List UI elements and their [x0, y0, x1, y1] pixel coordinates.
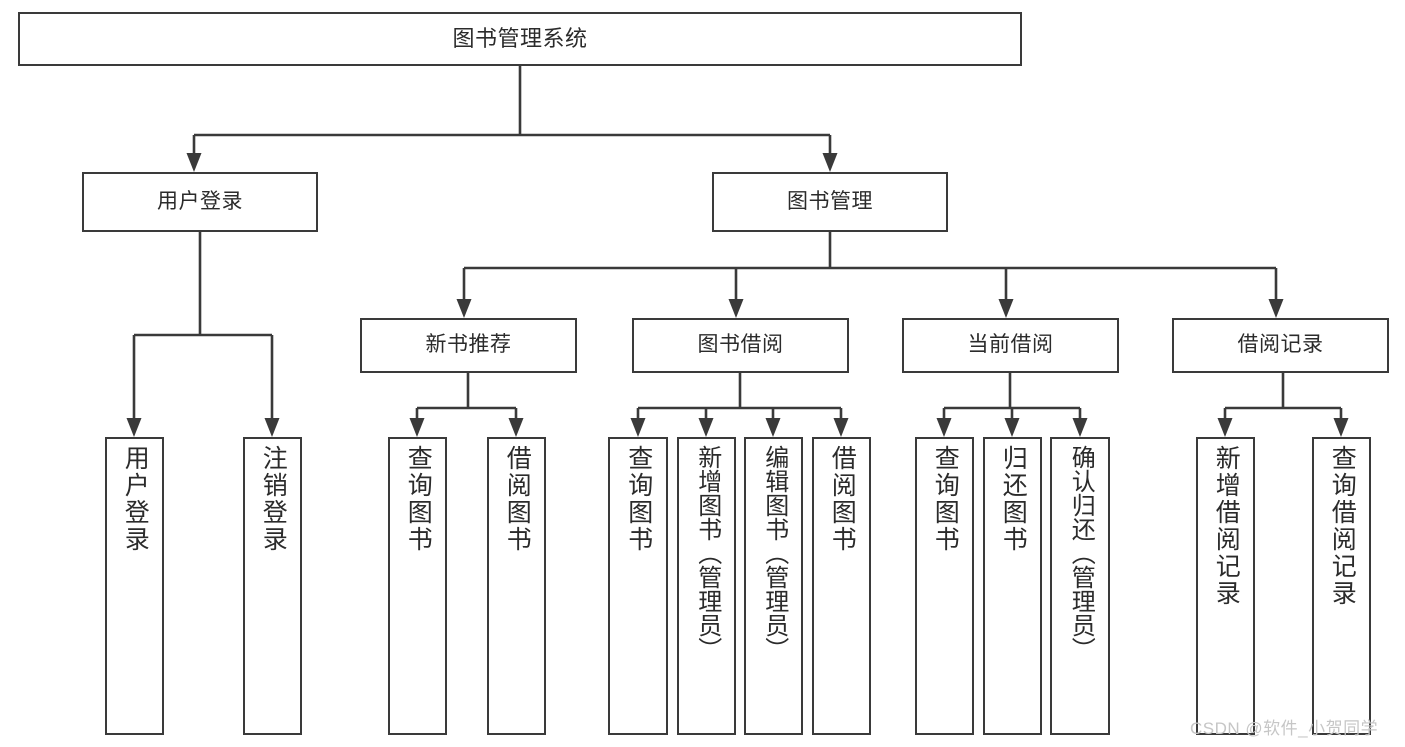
current-borrow-to-leaves-arrow-0 [936, 418, 952, 437]
node-leaf-edit-book-admin[interactable]: 编辑图书（管理员） [744, 437, 803, 735]
node-leaf-query-book-rec[interactable]: 查询图书 [388, 437, 447, 735]
node-label: 新书推荐 [425, 333, 512, 357]
root-to-level1-arrow-1 [822, 153, 838, 172]
borrow-record-to-leaves-arrow-0 [1217, 418, 1233, 437]
book-borrow-to-leaves-arrow-1 [698, 418, 714, 437]
node-label: 借阅记录 [1237, 333, 1324, 357]
node-label: 查询借阅记录 [1328, 445, 1357, 607]
node-label: 归还图书 [999, 445, 1028, 553]
node-label: 当前借阅 [967, 333, 1054, 357]
node-leaf-query-borrow-record[interactable]: 查询借阅记录 [1312, 437, 1371, 735]
node-label: 借阅图书 [828, 445, 857, 553]
book-borrow-to-leaves-arrow-2 [765, 418, 781, 437]
node-new-book-recommend[interactable]: 新书推荐 [360, 318, 577, 373]
book-management-to-level2-arrow-3 [1268, 299, 1284, 318]
node-borrow-record[interactable]: 借阅记录 [1172, 318, 1389, 373]
current-borrow-to-leaves-arrow-2 [1072, 418, 1088, 437]
node-label: 查询图书 [624, 445, 653, 553]
node-leaf-user-login[interactable]: 用户登录 [105, 437, 164, 735]
node-book-borrow[interactable]: 图书借阅 [632, 318, 849, 373]
current-borrow-to-leaves-arrow-1 [1004, 418, 1020, 437]
user-login-to-leaves-arrow-0 [126, 418, 142, 437]
node-leaf-query-book-borrow[interactable]: 查询图书 [608, 437, 668, 735]
node-leaf-add-book-admin[interactable]: 新增图书（管理员） [677, 437, 736, 735]
node-leaf-confirm-return-admin[interactable]: 确认归还（管理员） [1050, 437, 1110, 735]
node-label: 借阅图书 [503, 445, 532, 553]
node-label: 注销登录 [259, 445, 288, 553]
book-management-to-level2-arrow-1 [728, 299, 744, 318]
user-login-to-leaves-arrow-1 [264, 418, 280, 437]
node-label: 图书管理 [787, 189, 873, 213]
watermark: CSDN @软件_小贺同学 [1190, 719, 1379, 738]
node-current-borrow[interactable]: 当前借阅 [902, 318, 1119, 373]
node-label: 查询图书 [404, 445, 433, 553]
node-leaf-borrow-book-rec[interactable]: 借阅图书 [487, 437, 546, 735]
node-label: 新增图书（管理员） [693, 445, 721, 661]
node-leaf-add-borrow-record[interactable]: 新增借阅记录 [1196, 437, 1255, 735]
node-leaf-logout-login[interactable]: 注销登录 [243, 437, 302, 735]
node-label: 用户登录 [157, 189, 243, 213]
node-label: 用户登录 [121, 445, 150, 553]
new-book-recommend-to-leaves-arrow-1 [508, 418, 524, 437]
node-root[interactable]: 图书管理系统 [18, 12, 1022, 66]
node-book-management[interactable]: 图书管理 [712, 172, 948, 232]
new-book-recommend-to-leaves-arrow-0 [409, 418, 425, 437]
book-management-to-level2-arrow-0 [456, 299, 472, 318]
node-label: 图书借阅 [697, 333, 784, 357]
node-label: 查询图书 [931, 445, 960, 553]
root-to-level1-arrow-0 [186, 153, 202, 172]
book-management-to-level2-arrow-2 [998, 299, 1014, 318]
node-label: 新增借阅记录 [1212, 445, 1241, 607]
borrow-record-to-leaves-arrow-1 [1333, 418, 1349, 437]
node-leaf-return-book[interactable]: 归还图书 [983, 437, 1042, 735]
node-label: 确认归还（管理员） [1067, 445, 1095, 661]
node-leaf-borrow-book[interactable]: 借阅图书 [812, 437, 871, 735]
node-leaf-query-book-current[interactable]: 查询图书 [915, 437, 974, 735]
node-label: 图书管理系统 [452, 26, 588, 52]
book-borrow-to-leaves-arrow-3 [833, 418, 849, 437]
node-label: 编辑图书（管理员） [760, 445, 788, 661]
book-borrow-to-leaves-arrow-0 [630, 418, 646, 437]
node-user-login[interactable]: 用户登录 [82, 172, 318, 232]
